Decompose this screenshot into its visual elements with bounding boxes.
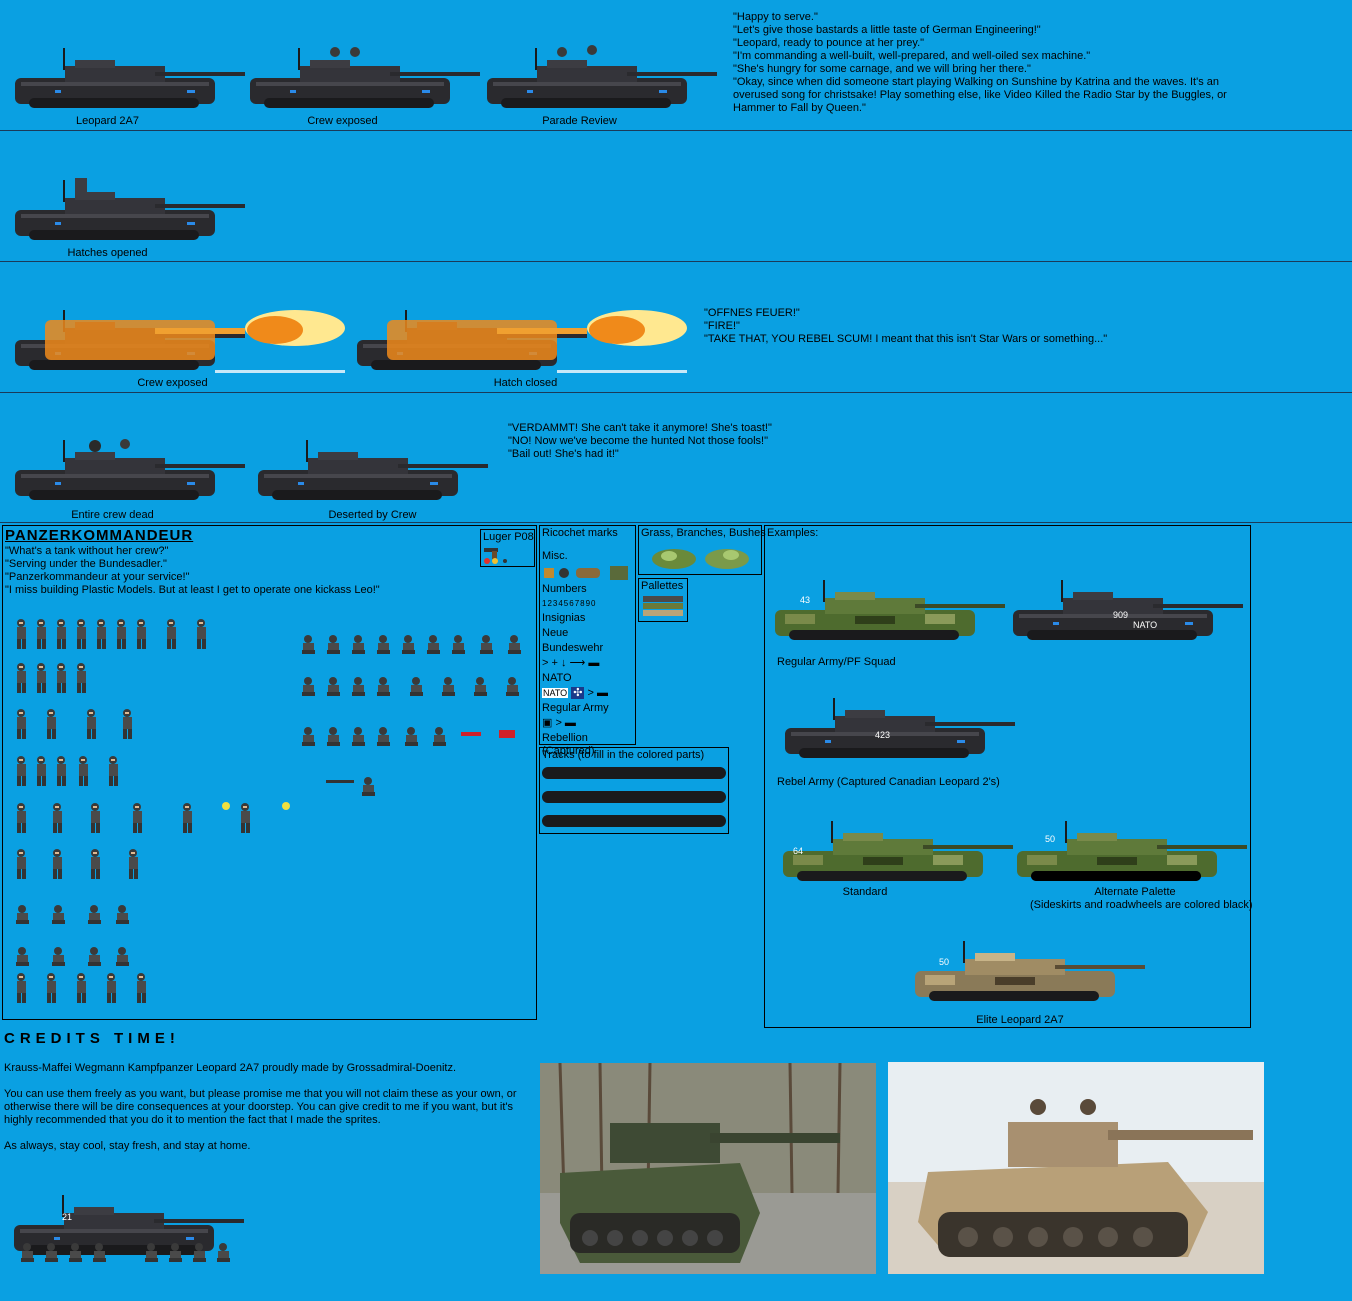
track-sprites bbox=[542, 767, 726, 827]
caption-alternate-note: (Sideskirts and roadwheels are colored b… bbox=[1030, 899, 1253, 911]
commander-quotes: "What's a tank without her crew?" "Servi… bbox=[5, 545, 380, 596]
caption-rebel: Rebel Army (Captured Canadian Leopard 2'… bbox=[777, 776, 1000, 788]
number-50-alt: 50 bbox=[1045, 834, 1055, 844]
insignias-label: Insignias bbox=[542, 612, 586, 624]
caption-standard: Standard bbox=[842, 886, 888, 898]
commander-panel: PANZERKOMMANDEUR "What's a tank without … bbox=[2, 525, 537, 1020]
tank-deserted bbox=[258, 440, 488, 500]
credits-title: CREDITS TIME! bbox=[4, 1030, 180, 1047]
misc-items-icon bbox=[544, 566, 628, 580]
palette-swatches bbox=[643, 596, 683, 616]
credits-line1: Krauss-Maffei Wegmann Kampfpanzer Leopar… bbox=[4, 1062, 457, 1074]
neue-label: Neue bbox=[542, 627, 569, 639]
tank-elite-desert: 50 bbox=[915, 941, 1145, 1001]
caption-fire-hatch-closed: Hatch closed bbox=[493, 377, 558, 389]
grass-panel: Grass, Branches, Bushes bbox=[638, 525, 766, 575]
tank-with-crew: 21 bbox=[14, 1195, 244, 1262]
luger-label: Luger P08 bbox=[483, 531, 534, 543]
divider bbox=[0, 392, 1352, 393]
number-909: 909 bbox=[1113, 610, 1128, 620]
palettes-panel: Pallettes bbox=[638, 578, 688, 622]
tank-firing-hatch-closed bbox=[357, 310, 687, 373]
tank-alternate-palette: 50 bbox=[1017, 821, 1247, 881]
digits-sample: 1234567890 bbox=[542, 599, 597, 608]
tracks-label: Tracks (to fill in the colored parts) bbox=[542, 749, 705, 761]
number-423: 423 bbox=[875, 730, 890, 740]
palettes-label: Pallettes bbox=[641, 580, 684, 592]
caption-elite: Elite Leopard 2A7 bbox=[976, 1014, 1064, 1026]
photo-leopard-woodland bbox=[540, 1063, 876, 1274]
row3-quotes: "OFFNES FEUER!" "FIRE!" "TAKE THAT, YOU … bbox=[704, 307, 1108, 345]
nato-badge: NATO bbox=[542, 688, 569, 698]
tank-regular-camo: 43 bbox=[775, 580, 1005, 640]
caption-hatches-opened: Hatches opened bbox=[67, 247, 148, 259]
caption-fire-crew-exposed: Crew exposed bbox=[137, 377, 208, 389]
misc-panel: Ricochet marks Misc. Numbers 1234567890 … bbox=[539, 525, 636, 757]
tank-leopard-2a7 bbox=[15, 48, 245, 108]
nato-label-on-tank: NATO bbox=[1133, 620, 1157, 630]
tank-hatches-opened bbox=[15, 178, 245, 240]
bundeswehr-label: Bundeswehr bbox=[542, 642, 604, 654]
rebellion-label: Rebellion bbox=[542, 732, 588, 744]
tank-rebel: 423 bbox=[785, 698, 1015, 758]
examples-title: Examples: bbox=[767, 527, 819, 539]
tracks-panel: Tracks (to fill in the colored parts) bbox=[539, 747, 729, 834]
commander-title: PANZERKOMMANDEUR bbox=[5, 527, 194, 544]
caption-alternate: Alternate Palette bbox=[1094, 886, 1176, 898]
number-64: 64 bbox=[793, 846, 803, 856]
photo-leopard-desert bbox=[888, 1062, 1264, 1274]
grass-label: Grass, Branches, Bushes bbox=[641, 527, 766, 539]
tank-crew-dead bbox=[15, 439, 245, 500]
credits-line2: You can use them freely as you want, but… bbox=[4, 1088, 517, 1126]
tank-standard-woodland: 64 bbox=[783, 821, 1013, 881]
luger-panel: Luger P08 bbox=[480, 529, 535, 567]
number-21: 21 bbox=[62, 1212, 72, 1222]
nato-flag-icon: ✣ bbox=[571, 687, 585, 699]
tank-firing-crew-exposed bbox=[15, 310, 345, 373]
number-43: 43 bbox=[800, 595, 810, 605]
divider bbox=[0, 130, 1352, 131]
caption-leopard-2a7: Leopard 2A7 bbox=[76, 115, 139, 127]
row1-quotes: "Happy to serve." "Let's give those bast… bbox=[733, 11, 1227, 114]
regular-army-arrows: ▣ > ▬ bbox=[542, 717, 576, 729]
divider bbox=[0, 522, 1352, 523]
bundeswehr-arrows: > + ↓ ⟶ ▬ bbox=[542, 657, 600, 669]
pistol-icon bbox=[484, 548, 507, 564]
number-50-elite: 50 bbox=[939, 957, 949, 967]
caption-regular: Regular Army/PF Squad bbox=[777, 656, 896, 668]
regular-army-label: Regular Army bbox=[542, 702, 609, 714]
misc-label: Misc. bbox=[542, 550, 568, 562]
tank-parade-review bbox=[487, 45, 717, 108]
tank-crew-exposed bbox=[250, 47, 480, 108]
divider bbox=[0, 261, 1352, 262]
soldier-sprites bbox=[16, 619, 521, 1003]
caption-deserted: Deserted by Crew bbox=[328, 509, 417, 521]
nato-label: NATO bbox=[542, 672, 572, 684]
row4-quotes: "VERDAMMT! She can't take it anymore! Sh… bbox=[508, 422, 772, 460]
credits-line3: As always, stay cool, stay fresh, and st… bbox=[4, 1140, 251, 1152]
ricochet-label: Ricochet marks bbox=[542, 527, 618, 539]
caption-crew-exposed: Crew exposed bbox=[307, 115, 378, 127]
bush-icon bbox=[652, 549, 749, 569]
captured-label: (Captured) bbox=[542, 745, 595, 757]
caption-crew-dead: Entire crew dead bbox=[71, 509, 154, 521]
numbers-label: Numbers bbox=[542, 583, 587, 595]
caption-parade-review: Parade Review bbox=[542, 115, 617, 127]
